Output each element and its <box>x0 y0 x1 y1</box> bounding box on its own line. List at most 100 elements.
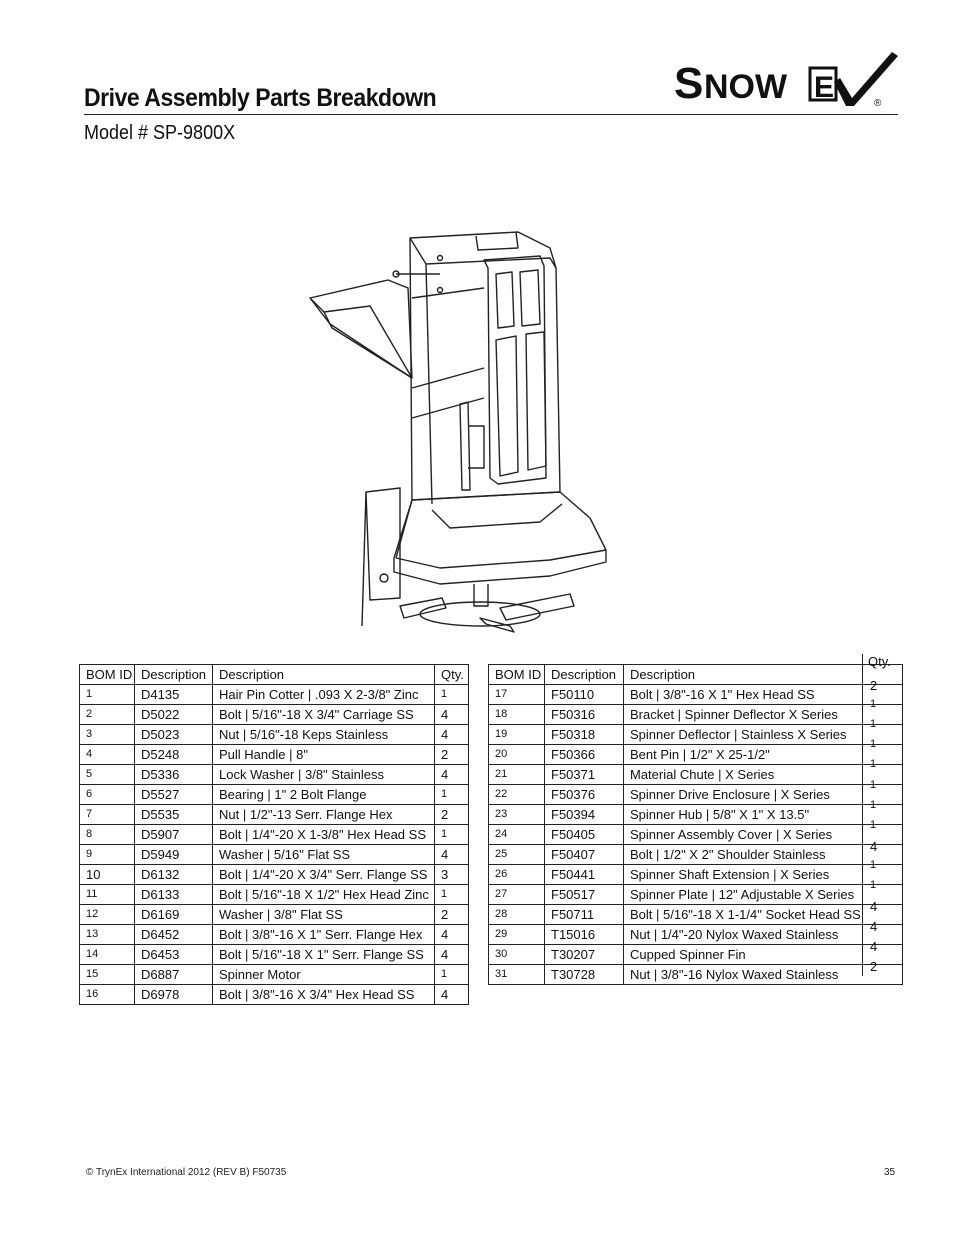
part-description: Spinner Deflector | Stainless X Series <box>623 724 903 745</box>
quantity: 1 <box>870 818 877 831</box>
qty-header: Qty. <box>868 654 891 669</box>
part-number: D4135 <box>134 684 213 705</box>
part-description: Spinner Shaft Extension | X Series <box>623 864 903 885</box>
svg-text:E: E <box>814 71 834 104</box>
part-number: F50110 <box>544 684 624 705</box>
part-number: D6453 <box>134 944 213 965</box>
bom-id: 5 <box>79 764 135 785</box>
quantity: 4 <box>434 724 469 745</box>
quantity: 4 <box>434 844 469 865</box>
quantity: 4 <box>870 939 878 955</box>
bom-id: 25 <box>488 844 545 865</box>
part-description: Spinner Drive Enclosure | X Series <box>623 784 903 805</box>
part-description: Bracket | Spinner Deflector X Series <box>623 704 903 725</box>
part-number: D5248 <box>134 744 213 765</box>
part-number: D6452 <box>134 924 213 945</box>
quantity: 4 <box>870 838 878 854</box>
column-header: Description <box>623 664 903 685</box>
part-number: D5907 <box>134 824 213 845</box>
part-description: Nut | 1/4"-20 Nylox Waxed Stainless <box>623 924 903 945</box>
svg-text:S: S <box>674 59 703 108</box>
part-description: Bolt | 1/4"-20 X 3/4" Serr. Flange SS <box>212 864 435 885</box>
bom-id: 14 <box>79 944 135 965</box>
part-description: Washer | 5/16" Flat SS <box>212 844 435 865</box>
part-number: D6132 <box>134 864 213 885</box>
part-description: Spinner Assembly Cover | X Series <box>623 824 903 845</box>
bom-id: 9 <box>79 844 135 865</box>
quantity: 1 <box>870 879 877 891</box>
part-description: Bolt | 3/8"-16 X 1" Hex Head SS <box>623 684 903 705</box>
column-header: Description <box>134 664 213 685</box>
part-description: Spinner Plate | 12" Adjustable X Series <box>623 884 903 905</box>
part-number: F50316 <box>544 704 624 725</box>
bom-id: 29 <box>488 924 545 945</box>
bom-id: 17 <box>488 684 545 705</box>
quantity: 2 <box>434 804 469 825</box>
bom-id: 12 <box>79 904 135 925</box>
page-subtitle: Model # SP-9800X <box>84 122 236 144</box>
quantity: 1 <box>870 738 877 751</box>
part-number: T15016 <box>544 924 624 945</box>
part-description: Cupped Spinner Fin <box>623 944 903 965</box>
quantity: 2 <box>434 904 469 925</box>
quantity: 1 <box>434 784 469 805</box>
bom-id: 2 <box>79 704 135 725</box>
part-description: Nut | 1/2"-13 Serr. Flange Hex <box>212 804 435 825</box>
quantity: 4 <box>434 944 469 965</box>
bom-id: 22 <box>488 784 545 805</box>
page-number: 35 <box>884 1167 896 1178</box>
column-header: Description <box>544 664 624 685</box>
column-header: BOM ID <box>79 664 135 685</box>
bom-id: 13 <box>79 924 135 945</box>
part-description: Bolt | 3/8"-16 X 1" Serr. Flange Hex <box>212 924 435 945</box>
quantity: 4 <box>870 919 878 935</box>
part-description: Nut | 5/16"-18 Keps Stainless <box>212 724 435 745</box>
part-description: Bolt | 5/16"-18 X 1/2" Hex Head Zinc <box>212 884 435 905</box>
bom-id: 3 <box>79 724 135 745</box>
part-description: Bearing | 1" 2 Bolt Flange <box>212 784 435 805</box>
quantity: 1 <box>434 884 469 905</box>
quantity: 2 <box>434 744 469 765</box>
bom-id: 21 <box>488 764 545 785</box>
quantity: 1 <box>870 718 877 731</box>
part-description: Bent Pin | 1/2" X 25-1/2" <box>623 744 903 765</box>
bom-id: 27 <box>488 884 545 905</box>
column-header: Qty. <box>434 664 469 685</box>
quantity: 1 <box>434 684 469 705</box>
quantity: 1 <box>870 698 877 711</box>
column-header: BOM ID <box>488 664 545 685</box>
part-description: Washer | 3/8" Flat SS <box>212 904 435 925</box>
part-number: F50366 <box>544 744 624 765</box>
quantity: 1 <box>434 964 469 985</box>
part-description: Bolt | 5/16"-18 X 3/4" Carriage SS <box>212 704 435 725</box>
part-description: Bolt | 5/16"-18 X 1-1/4" Socket Head SS <box>623 904 903 925</box>
part-number: D6978 <box>134 984 213 1005</box>
part-number: D6133 <box>134 884 213 905</box>
bom-id: 30 <box>488 944 545 965</box>
bom-id: 16 <box>79 984 135 1005</box>
bom-id: 15 <box>79 964 135 985</box>
bom-id: 4 <box>79 744 135 765</box>
logo-graphic: S NOW E ® <box>674 52 898 109</box>
part-description: Hair Pin Cotter | .093 X 2-3/8" Zinc <box>212 684 435 705</box>
